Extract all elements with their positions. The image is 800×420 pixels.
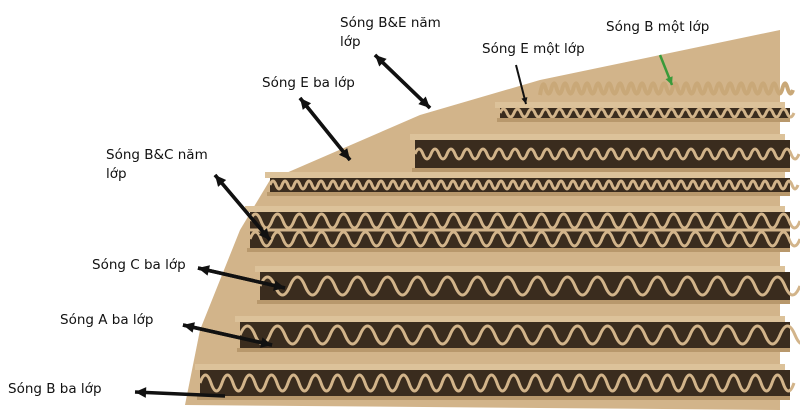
arrow-bc-five-tail-icon-head xyxy=(258,228,270,240)
label-bc-five-layer: Sóng B&C năm lớp xyxy=(106,146,208,184)
layer-top-liner xyxy=(495,102,785,108)
single-face-b-flute xyxy=(538,81,795,96)
label-be-five-layer: Sóng B&E năm lớp xyxy=(340,14,441,52)
arrow-e-single-icon xyxy=(515,64,527,105)
flute-wave xyxy=(198,373,796,393)
arrow-e-single-icon-head xyxy=(521,97,528,104)
flute-wave xyxy=(248,212,800,230)
arrow-b-three-icon xyxy=(134,390,226,398)
label-a-three-layer: Sóng A ba lớp xyxy=(60,312,154,328)
layer-top-liner xyxy=(195,364,785,370)
flute-wave xyxy=(248,230,800,248)
flute-wave xyxy=(238,324,800,346)
layer-bottom-liner xyxy=(247,248,790,252)
arrow-be-five-tail-icon xyxy=(373,53,432,110)
layer-bottom-liner xyxy=(257,300,790,304)
layer-bottom-liner xyxy=(497,118,790,122)
label-text: lớp xyxy=(340,34,361,50)
arrow-e-three-tail-icon xyxy=(298,96,352,162)
label-b-single-layer: Sóng B một lớp xyxy=(606,19,710,35)
label-e-single-layer: Sóng E một lớp xyxy=(482,41,585,57)
arrow-b-single-icon-head xyxy=(665,76,673,85)
middle-liner xyxy=(250,228,790,232)
label-b-three-layer: Sóng B ba lớp xyxy=(8,381,102,397)
layer-bottom-liner xyxy=(237,348,790,352)
layer-flute-gap xyxy=(500,108,790,118)
arrow-b-three-icon-head xyxy=(135,387,147,398)
arrow-c-three-tail-icon-head xyxy=(273,280,285,291)
label-e-three-layer: Sóng E ba lớp xyxy=(262,75,355,91)
arrow-e-three-tail-icon-head xyxy=(300,98,312,110)
arrow-c-three-tail-icon xyxy=(197,266,286,290)
arrow-be-five-tail-icon-head xyxy=(418,96,430,108)
layer-top-liner xyxy=(265,172,785,178)
arrow-a-three-tail-icon xyxy=(182,323,273,347)
layer-top-liner xyxy=(255,266,785,272)
layer-bottom-liner xyxy=(267,192,790,196)
layer-bottom-liner xyxy=(412,168,790,172)
label-c-three-layer: Sóng C ba lớp xyxy=(92,257,186,273)
flute-wave xyxy=(498,107,796,119)
layer-bottom-liner xyxy=(197,396,790,400)
flute-wave xyxy=(268,179,800,191)
label-text: Sóng B&C năm xyxy=(106,147,208,163)
flute-wave xyxy=(258,275,800,297)
layer-top-liner xyxy=(235,316,785,322)
layer-top-liner xyxy=(410,134,785,140)
arrow-a-three-tail-icon-head xyxy=(260,337,272,348)
label-text: lớp xyxy=(106,166,127,182)
label-text: Sóng B&E năm xyxy=(340,15,441,31)
layer-top-liner xyxy=(245,206,785,212)
flute-wave xyxy=(413,147,800,161)
arrow-bc-five-tail-icon xyxy=(213,173,272,242)
